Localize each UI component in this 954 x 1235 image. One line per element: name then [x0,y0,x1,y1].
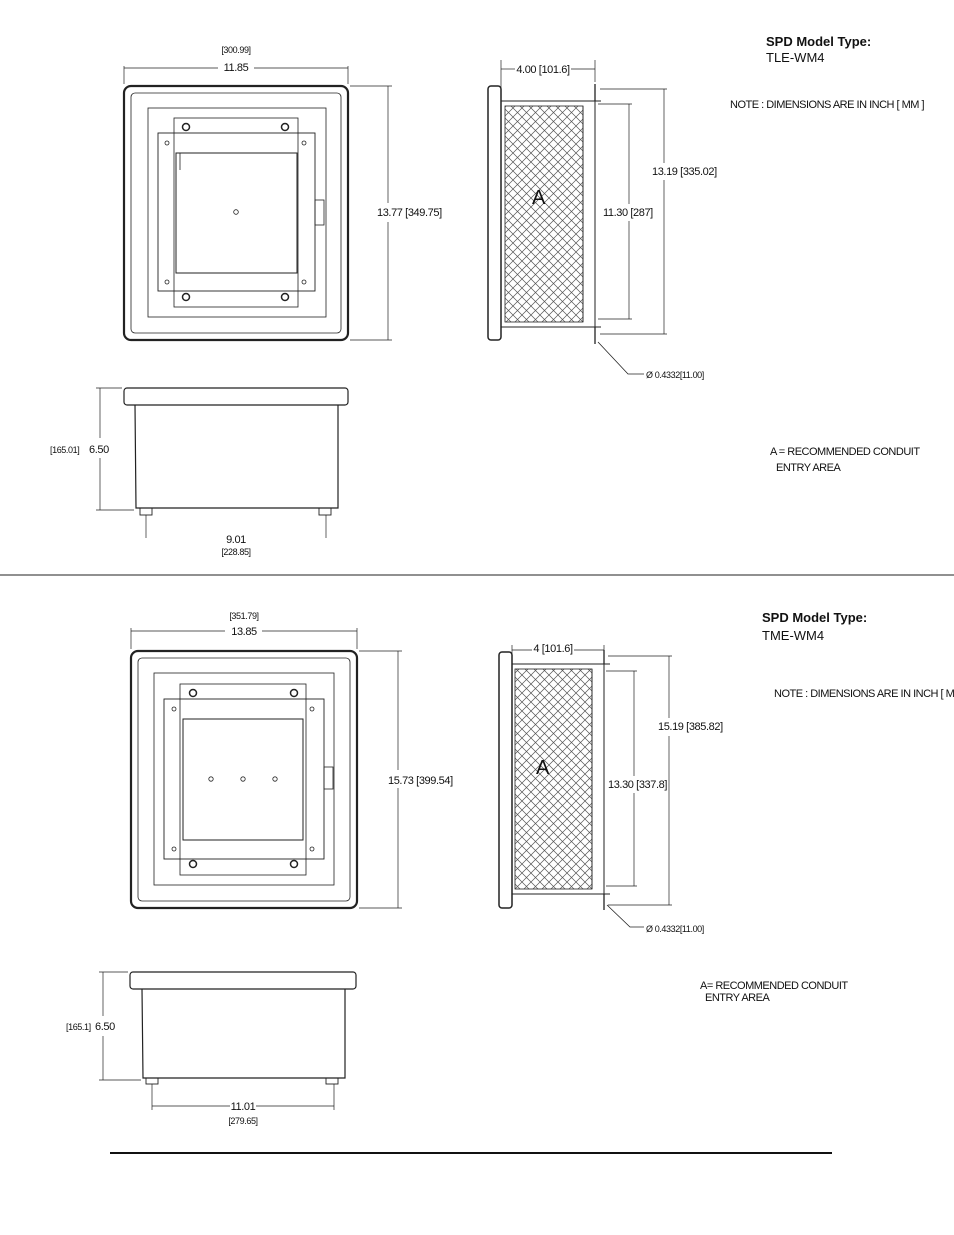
conduit-area-letter-2: A [536,757,550,779]
side-outer-height-1: 13.19 [335.02] [652,166,717,178]
front-width-mm-1: [300.99] [221,45,250,55]
units-note-2: NOTE : DIMENSIONS ARE IN INCH [ MM ] [774,688,954,700]
side-inner-height-2: 13.30 [337.8] [608,779,667,791]
side-view-2 [498,645,672,928]
side-view-1 [487,60,667,375]
section-tle-wm4 [96,60,667,538]
front-width-mm-2: [351.79] [229,611,258,621]
units-note-1: NOTE : DIMENSIONS ARE IN INCH [ MM ] [730,99,925,111]
side-depth-1: 4.00 [101.6] [516,64,570,76]
bottom-view-1 [96,387,349,538]
model-type-label-2: SPD Model Type: [762,610,867,625]
conduit-entry-area-1 [504,105,584,323]
model-type-value-2: TME-WM4 [762,628,824,643]
hole-diameter-1: Ø 0.4332[11.00] [646,370,704,380]
section-tme-wm4 [99,628,672,1110]
legend-line2-2: ENTRY AREA [705,992,770,1004]
model-type-label-1: SPD Model Type: [766,34,871,49]
bottom-width-mm-2: [279.65] [228,1116,257,1126]
bottom-width-mm-1: [228.85] [221,547,250,557]
front-height-1: 13.77 [349.75] [377,207,442,219]
bottom-view-2 [99,971,357,1110]
bottom-height-mm-1: [165.01] [50,445,79,455]
front-view-2 [129,628,402,910]
model-type-value-1: TLE-WM4 [766,50,825,65]
legend-line1-2: A= RECOMMENDED CONDUIT [700,980,848,992]
legend-line1-1: A = RECOMMENDED CONDUIT [770,446,920,458]
bottom-height-mm-2: [165.1] [66,1022,91,1032]
bottom-height-in-2: 6.50 [95,1021,115,1033]
bottom-height-in-1: 6.50 [89,444,109,456]
front-height-2: 15.73 [399.54] [388,775,453,787]
legend-line2-1: ENTRY AREA [776,462,841,474]
side-outer-height-2: 15.19 [385.82] [658,721,723,733]
side-inner-height-1: 11.30 [287] [603,207,653,219]
side-depth-2: 4 [101.6] [533,643,573,655]
conduit-area-letter-1: A [532,187,546,209]
front-width-in-2: 13.85 [231,626,257,638]
bottom-width-in-1: 9.01 [226,534,246,546]
hole-diameter-2: Ø 0.4332[11.00] [646,924,704,934]
front-view-1 [122,66,392,342]
front-width-in-1: 11.85 [224,62,249,74]
bottom-width-in-2: 11.01 [231,1101,256,1113]
conduit-entry-area-2 [514,668,593,890]
